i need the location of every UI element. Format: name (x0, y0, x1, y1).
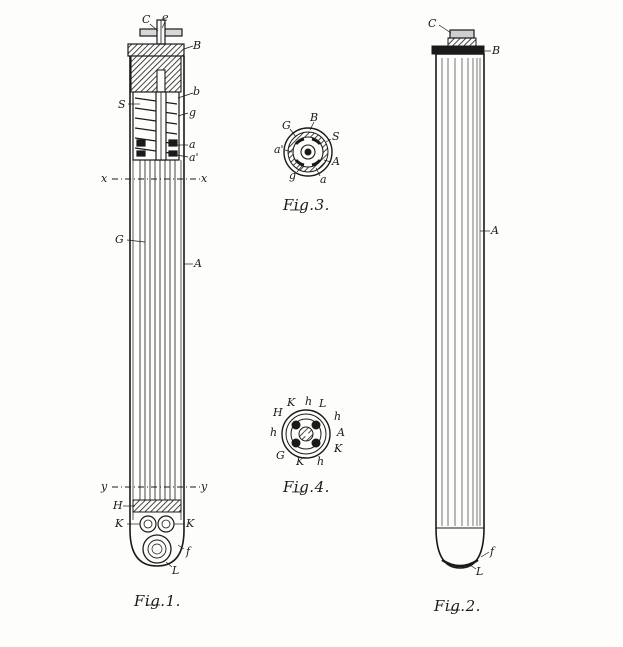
fig3-label-g-lower: g (289, 169, 297, 182)
leader-lines (123, 21, 491, 570)
fig1-label-h: H (113, 499, 123, 512)
fig1-label-y-left: y (101, 480, 108, 493)
fig2-barrel-shading (441, 58, 481, 526)
fig3-label-g-upper: G (282, 119, 291, 132)
fig4-label-h-top: h (305, 395, 313, 408)
fig1-collar-b (127, 43, 185, 57)
fig4-label-h-left: h (270, 426, 278, 439)
fig1-holder-h (132, 499, 182, 513)
fig1-label-a: a (189, 138, 196, 151)
fig2-knob-c (449, 29, 475, 39)
fig1-label-x-left: x (101, 172, 108, 185)
fig1-label-a-tube: A (194, 257, 202, 270)
fig2-exterior-pencil (431, 29, 485, 569)
fig1-label-e: e (162, 11, 169, 24)
fig1-head-block (130, 55, 182, 93)
fig2-label-a: A (491, 224, 499, 237)
fig1-sectional-pencil (112, 19, 200, 567)
fig3-label-a-upper: A (332, 155, 340, 168)
fig4-label-h-upper: H (273, 406, 283, 419)
fig1-label-b: b (193, 85, 201, 98)
fig1-label-b-collar: B (193, 39, 202, 52)
caption-underlines (147, 209, 460, 611)
fig4-caption: Fig.4. (283, 478, 330, 496)
fig1-ball-k-left (139, 515, 157, 533)
fig1-label-k-right: K (186, 517, 195, 530)
fig4-label-k-top: K (287, 396, 296, 409)
fig1-label-s: S (118, 98, 126, 111)
fig4-label-g: G (276, 449, 285, 462)
fig1-spring-s (132, 91, 180, 161)
fig1-label-f: f (186, 545, 191, 558)
fig3-label-a-lower: a (320, 173, 327, 186)
fig4-label-a: A (337, 426, 345, 439)
fig4-label-h-right: h (334, 410, 342, 423)
fig1-label-k-left: K (115, 517, 124, 530)
fig2-label-l: L (476, 565, 484, 578)
fig1-label-x-right: x (201, 172, 208, 185)
fig2-label-b: B (492, 44, 501, 57)
fig3-caption: Fig.3. (283, 196, 330, 214)
fig2-label-f: f (490, 545, 495, 558)
fig2-caption: Fig.2. (434, 597, 481, 615)
fig1-label-a-prime: a' (189, 151, 199, 164)
fig3-label-s: S (332, 130, 340, 143)
fig4-label-k-bottom: K (296, 455, 305, 468)
fig1-tube-a (129, 56, 185, 530)
fig2-collar-b (431, 45, 485, 55)
fig3-label-a-prime: a' (274, 143, 284, 156)
fig3-cross-section (283, 127, 333, 177)
fig1-ball-l (142, 534, 172, 564)
fig2-tip-l (441, 558, 479, 568)
fig1-ball-k-right (157, 515, 175, 533)
fig4-cross-section (281, 409, 331, 459)
fig4-label-h-bottom: h (317, 455, 325, 468)
fig3-label-b: B (310, 111, 319, 124)
fig1-label-g-tube: G (115, 233, 124, 246)
fig1-label-g: g (189, 106, 197, 119)
fig1-label-c: C (142, 13, 151, 26)
fig1-label-l: L (172, 564, 180, 577)
fig4-label-l: L (319, 397, 327, 410)
fig4-label-k-right: K (334, 442, 343, 455)
fig1-inner-tube-g (139, 160, 176, 500)
fig1-label-y-right: y (201, 480, 208, 493)
fig1-caption: Fig.1. (134, 592, 181, 610)
fig2-label-c: C (428, 17, 437, 30)
